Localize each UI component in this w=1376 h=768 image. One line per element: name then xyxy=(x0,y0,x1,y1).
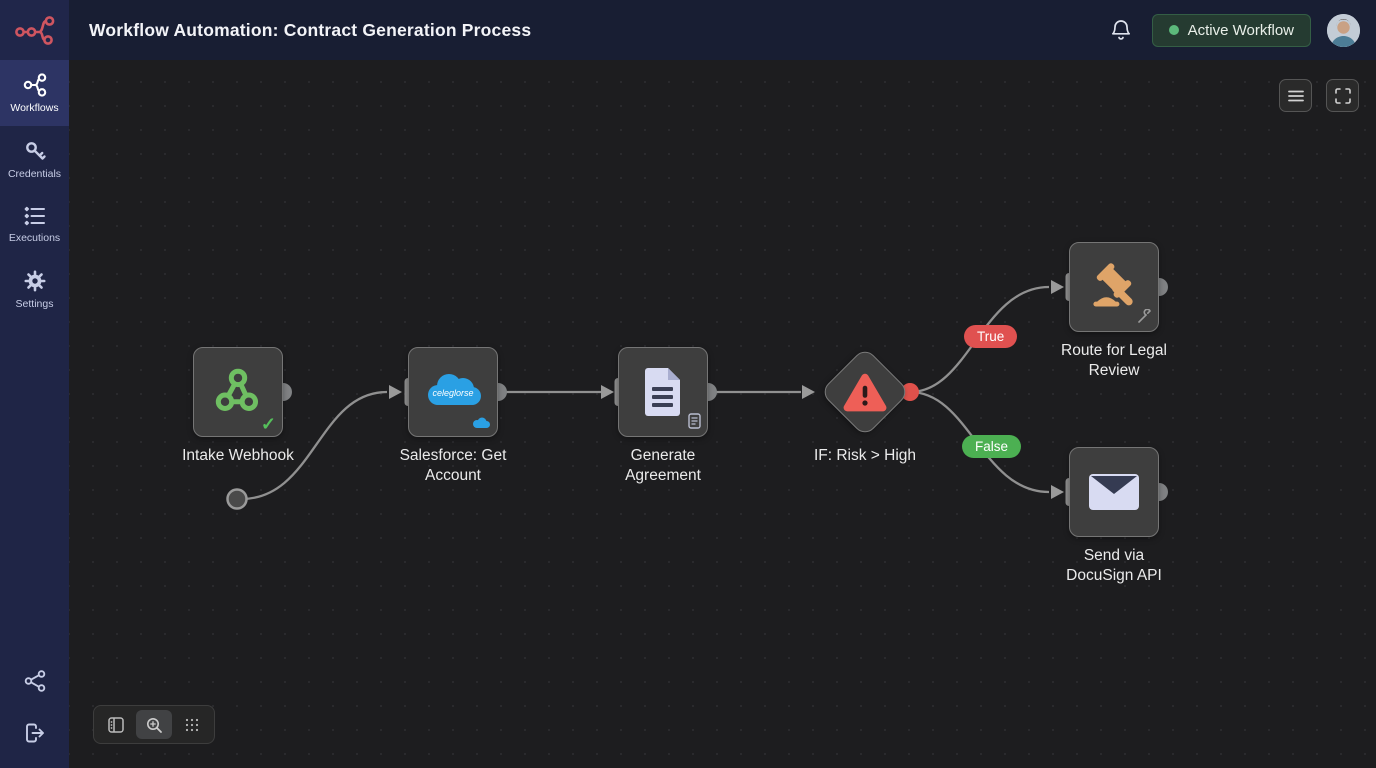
arrowhead-icon xyxy=(802,385,815,399)
edge-webhook-salesforce[interactable] xyxy=(236,390,388,501)
edge-label-false: False xyxy=(962,435,1022,458)
topbar: Workflow Automation: Contract Generation… xyxy=(0,0,1376,60)
output-port-if[interactable] xyxy=(901,383,919,401)
share-nodes-icon[interactable] xyxy=(22,668,48,694)
zoom-tool-button[interactable] xyxy=(136,710,172,739)
workflow-graph-logo-icon xyxy=(14,16,54,45)
sidebar-item-label: Settings xyxy=(15,298,54,310)
logout-icon[interactable] xyxy=(22,720,48,746)
status-dot xyxy=(1168,25,1179,35)
sidebar-spacer xyxy=(0,322,69,668)
sidebar: Workflows Credentials xyxy=(0,60,69,768)
sidebar-item-workflows[interactable]: Workflows xyxy=(0,60,69,126)
grid-dots-icon xyxy=(185,718,199,731)
envelope-icon xyxy=(1089,474,1139,510)
arrowhead-icon xyxy=(389,385,402,399)
menu-icon xyxy=(1287,90,1304,101)
sidebar-item-credentials[interactable]: Credentials xyxy=(0,126,69,192)
document-icon xyxy=(645,368,680,416)
node-route-legal-review[interactable] xyxy=(1069,242,1159,332)
zoom-icon xyxy=(147,717,162,733)
arrowhead-icon xyxy=(1051,485,1064,499)
canvas-toolbar xyxy=(93,705,215,744)
node-salesforce-get-account[interactable]: celeglorse xyxy=(408,347,498,437)
app-logo[interactable] xyxy=(0,0,69,60)
sidebar-item-executions[interactable]: Executions xyxy=(0,192,69,256)
sidebar-item-label: Credentials xyxy=(7,168,62,180)
salesforce-logo-text: celeglorse xyxy=(432,388,473,398)
node-label: Intake Webhook xyxy=(182,447,294,464)
warning-triangle-icon xyxy=(843,373,887,412)
key-icon xyxy=(25,142,46,160)
list-icon xyxy=(24,206,45,226)
cloud-badge-icon xyxy=(472,417,491,433)
topbar-actions: Active Workflow xyxy=(1106,13,1376,47)
node-intake-webhook[interactable]: ✓ xyxy=(193,347,283,437)
status-badge-label: Active Workflow xyxy=(1187,21,1294,39)
menu-button[interactable] xyxy=(1279,79,1312,112)
panel-toggle-button[interactable] xyxy=(98,710,134,739)
grid-tool-button[interactable] xyxy=(174,710,210,739)
node-label: Send via DocuSign API xyxy=(1066,547,1162,584)
gavel-icon xyxy=(1093,263,1133,307)
workflow-nodes-icon xyxy=(23,73,46,97)
sidebar-item-settings[interactable]: Settings xyxy=(0,256,69,322)
arrowhead-icon xyxy=(601,385,614,399)
node-send-docusign[interactable] xyxy=(1069,447,1159,537)
node-label: Route for Legal Review xyxy=(1061,342,1167,379)
gear-icon xyxy=(24,270,45,292)
fit-view-icon xyxy=(1334,87,1351,104)
panel-icon xyxy=(108,716,124,733)
sidebar-item-label: Executions xyxy=(8,232,61,244)
node-label: IF: Risk > High xyxy=(813,447,917,464)
node-label: Salesforce: Get Account xyxy=(399,447,507,484)
sidebar-item-label: Workflows xyxy=(10,102,59,114)
arrowhead-icon xyxy=(1051,280,1064,294)
avatar[interactable] xyxy=(1327,13,1360,47)
node-label: Generate Agreement xyxy=(625,447,701,484)
salesforce-cloud-icon: celeglorse xyxy=(428,374,481,405)
notification-bell-icon[interactable] xyxy=(1106,15,1136,45)
webhook-icon xyxy=(215,368,259,411)
canvas-controls xyxy=(1279,79,1359,112)
fit-view-button[interactable] xyxy=(1326,79,1359,112)
status-badge[interactable]: Active Workflow xyxy=(1151,13,1311,47)
node-generate-agreement[interactable] xyxy=(618,347,708,437)
success-check-icon: ✓ xyxy=(260,414,276,434)
workflow-canvas[interactable]: ✓ Intake Webhook celeglorse xyxy=(69,60,1376,768)
wrench-badge-icon xyxy=(1137,308,1152,328)
document-badge-icon xyxy=(688,413,701,433)
node-if-risk-high[interactable] xyxy=(819,346,911,438)
page-title: Workflow Automation: Contract Generation… xyxy=(89,19,532,40)
edge-label-true: True xyxy=(964,325,1018,348)
webhook-start-port[interactable] xyxy=(226,488,248,510)
sidebar-bottom xyxy=(0,668,69,768)
